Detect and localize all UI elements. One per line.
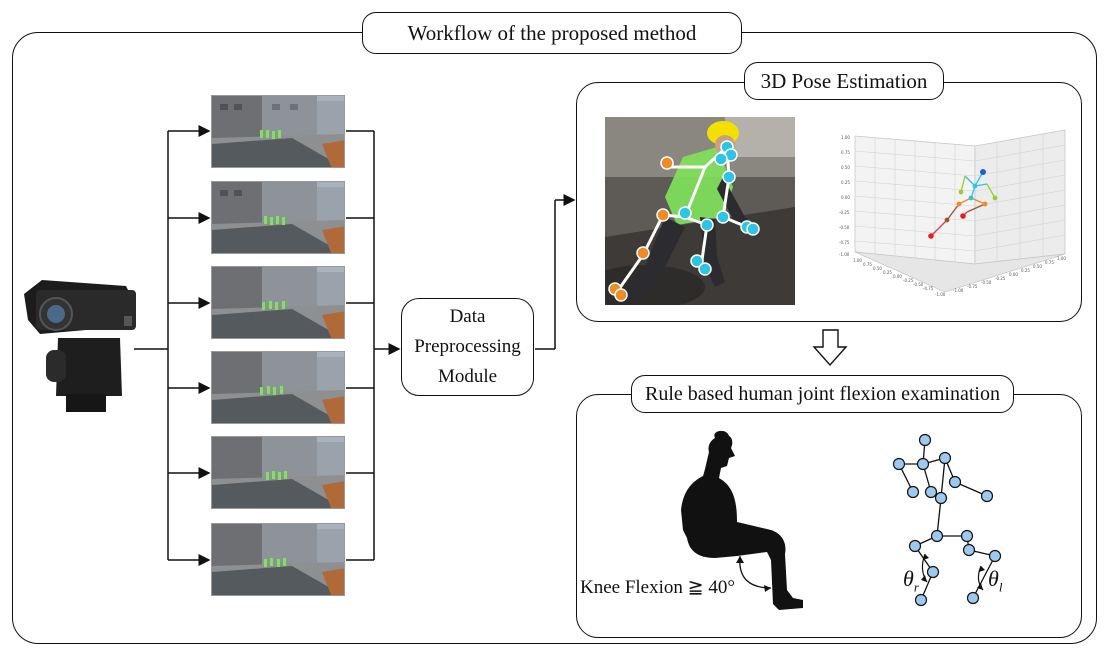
module-line-2: Preprocessing xyxy=(414,336,521,357)
plot-z-tick: -1.00 xyxy=(953,288,964,293)
plot-y-tick: -0.50 xyxy=(839,225,850,230)
plot-x-tick: 0.25 xyxy=(883,270,892,275)
video-frame xyxy=(211,95,345,168)
knee-flexion-label: Knee Flexion ≧ 40° xyxy=(580,577,735,598)
pose-3d-plot: 1.00 0.75 0.50 0.25 0.00 -0.25 -0.50 -0.… xyxy=(839,129,1066,297)
plot-x-tick: -0.50 xyxy=(913,282,924,287)
module-line-3: Module xyxy=(437,366,498,387)
camera-image xyxy=(24,280,136,412)
video-frame xyxy=(211,181,345,254)
plot-z-tick: 0.25 xyxy=(1021,268,1030,273)
theta-r-symbol: θ xyxy=(903,566,914,591)
theta-r-label: θr xyxy=(903,566,919,595)
module-line-1: Data xyxy=(449,306,486,327)
rule-examination-title: Rule based human joint flexion examinati… xyxy=(631,375,1014,413)
plot-z-tick: 0.50 xyxy=(1033,264,1042,269)
plot-x-tick: -0.75 xyxy=(923,286,934,291)
knee-angle-arc xyxy=(736,555,772,592)
plot-z-tick: 0.00 xyxy=(1009,272,1018,277)
plot-y-tick: 0.25 xyxy=(841,180,850,185)
plot-z-tick: 0.75 xyxy=(1045,260,1054,265)
video-frame xyxy=(211,523,345,596)
plot-y-tick: 1.00 xyxy=(841,135,850,140)
video-frame xyxy=(211,266,345,339)
rule-examination-title-text: Rule based human joint flexion examinati… xyxy=(645,382,1000,405)
video-frame xyxy=(211,436,345,509)
video-frame xyxy=(211,351,345,424)
theta-l-label: θl xyxy=(988,566,1002,595)
main-title-text: Workflow of the proposed method xyxy=(407,20,697,45)
plot-y-tick: 0.00 xyxy=(841,195,850,200)
plot-y-tick: -0.25 xyxy=(839,210,850,215)
plot-z-tick: 1.00 xyxy=(1057,256,1066,261)
plot-y-tick: 0.75 xyxy=(841,150,850,155)
plot-z-tick: -0.75 xyxy=(967,284,978,289)
pose-2d-image xyxy=(605,117,795,305)
plot-x-tick: 0.00 xyxy=(893,274,902,279)
plot-z-tick: -0.25 xyxy=(995,276,1006,281)
plot-z-tick: -0.50 xyxy=(981,280,992,285)
seated-person-silhouette xyxy=(681,430,803,610)
plot-y-tick: -1.00 xyxy=(839,252,850,257)
theta-r-subscript: r xyxy=(913,579,919,595)
theta-l-symbol: θ xyxy=(988,566,999,591)
plot-y-tick: -0.75 xyxy=(839,240,850,245)
plot-y-tick: 0.50 xyxy=(841,165,850,170)
plot-x-tick: 0.50 xyxy=(873,266,882,271)
pose-estimation-title-text: 3D Pose Estimation xyxy=(760,68,928,93)
skeleton-diagram xyxy=(892,433,1002,607)
pose-estimation-title: 3D Pose Estimation xyxy=(744,62,944,100)
data-preprocessing-module: Data Preprocessing Module xyxy=(401,298,534,396)
plot-x-tick: -1.00 xyxy=(935,292,946,297)
plot-x-tick: 0.75 xyxy=(863,262,872,267)
plot-x-tick: 1.00 xyxy=(853,258,862,263)
rule-examination-box xyxy=(576,394,1082,638)
plot-x-tick: -0.25 xyxy=(903,278,914,283)
main-title: Workflow of the proposed method xyxy=(362,12,742,54)
theta-l-subscript: l xyxy=(998,579,1003,595)
